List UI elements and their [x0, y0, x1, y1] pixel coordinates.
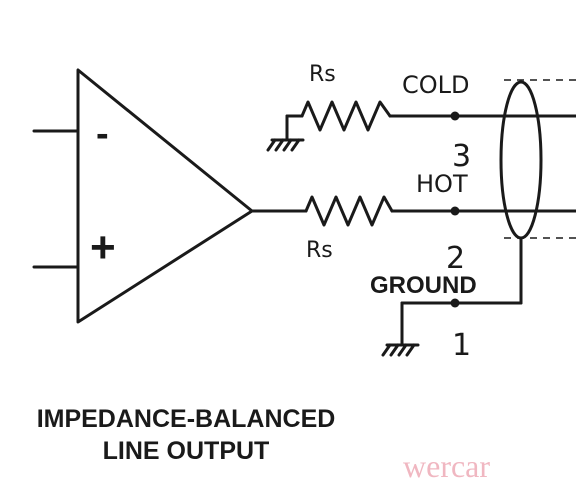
- diagram-title-line2: LINE OUTPUT: [103, 437, 270, 465]
- resistor-cold-label: Rs: [309, 62, 336, 87]
- chassis-ground-icon: [381, 343, 420, 357]
- pin-2-label: 2: [446, 241, 465, 276]
- cold-node-dot: [450, 111, 460, 121]
- hot-node-dot: [450, 206, 460, 216]
- cold-net-label: COLD: [402, 71, 470, 99]
- resistor-cold: [300, 100, 392, 132]
- hot-net-label: HOT: [416, 170, 468, 198]
- cable-shield-ellipse: [499, 80, 543, 240]
- resistor-hot-label: Rs: [306, 238, 333, 263]
- watermark: wercar: [403, 448, 490, 484]
- pin-3-label: 3: [452, 139, 471, 174]
- pin-1-label: 1: [452, 328, 471, 363]
- opamp-triangle: [76, 68, 254, 324]
- opamp-minus-sign: -: [96, 113, 109, 155]
- ground-node-dot: [450, 298, 460, 308]
- opamp-plus-sign: +: [90, 223, 116, 272]
- diagram-title-line1: IMPEDANCE-BALANCED: [37, 405, 336, 433]
- resistor-hot: [304, 195, 394, 227]
- chassis-ground-icon: [266, 138, 305, 152]
- ground-net-label: GROUND: [370, 272, 477, 299]
